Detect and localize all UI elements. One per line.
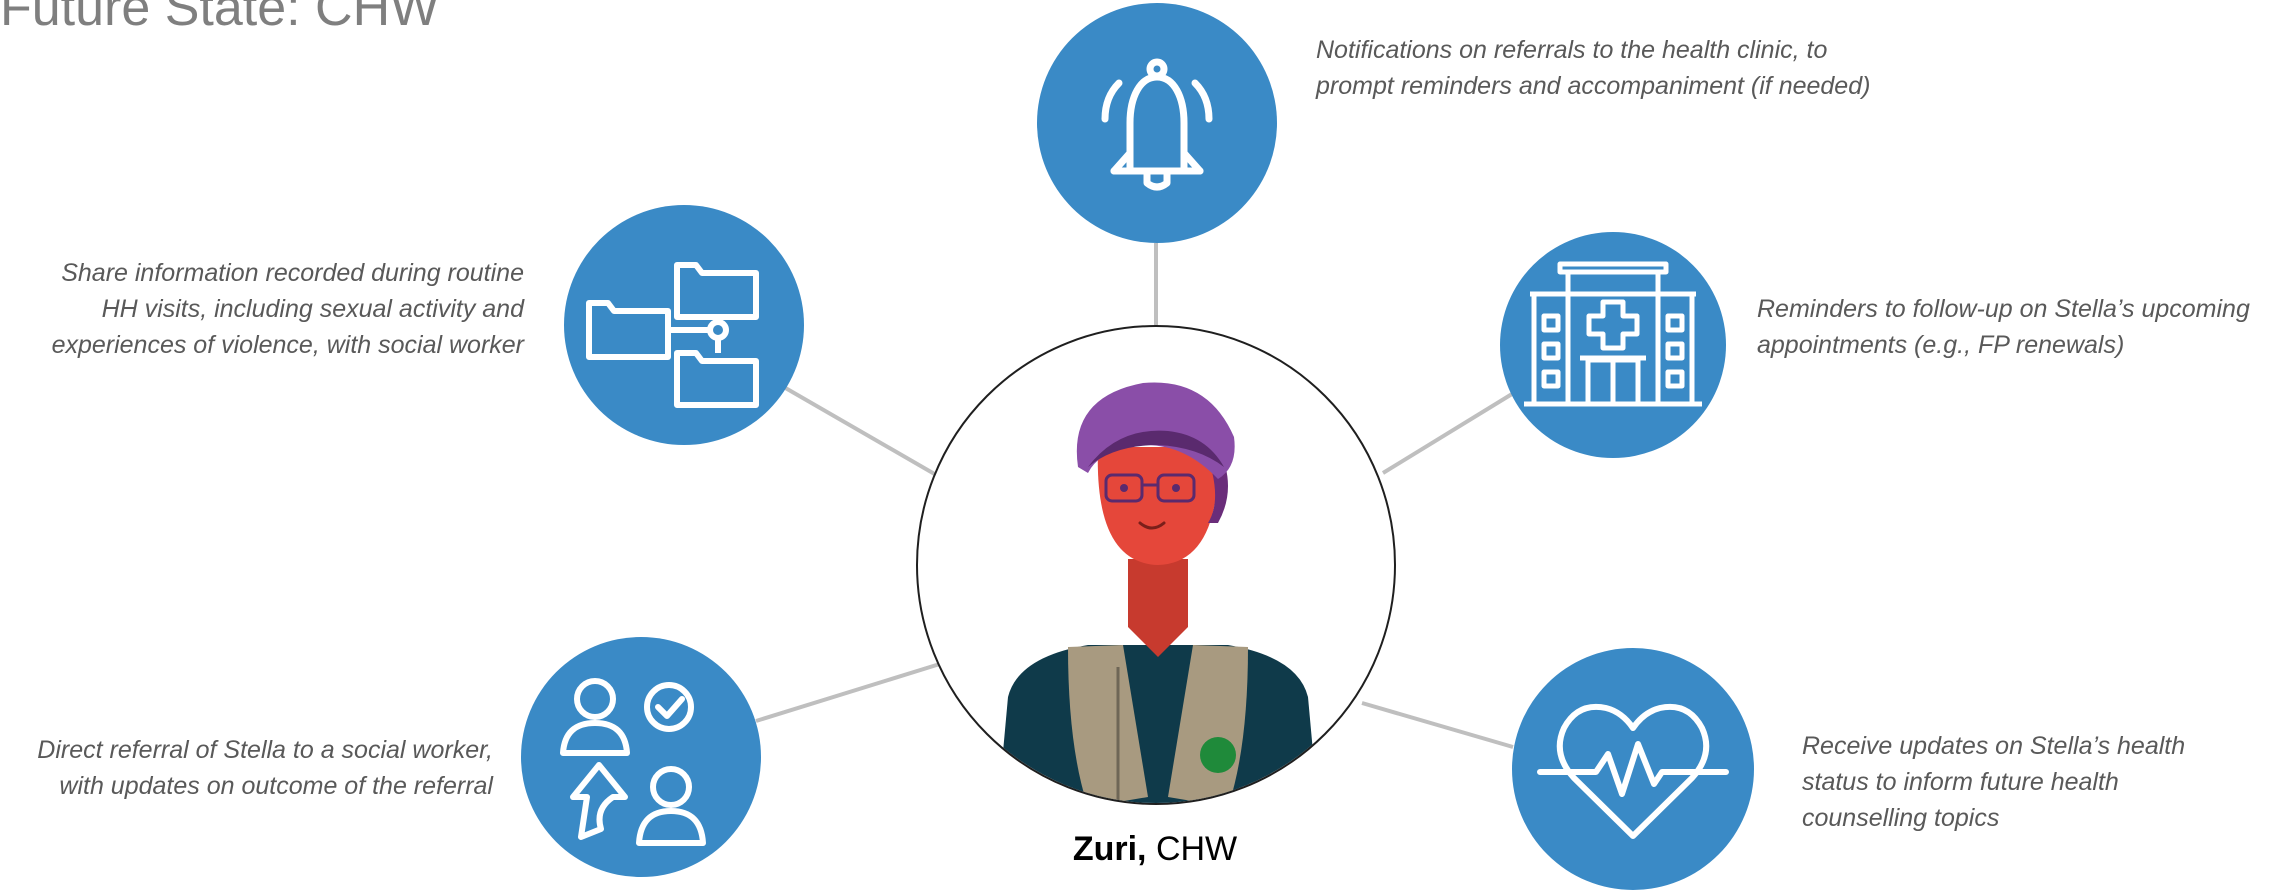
heart-pulse-icon — [1537, 704, 1729, 839]
heart-pulse-node — [1512, 648, 1754, 890]
hospital-node — [1500, 232, 1726, 458]
connector-people — [755, 661, 944, 723]
hospital-description: Reminders to follow-up on Stella’s upcom… — [1757, 295, 2250, 359]
heart-description: Receive updates on Stella’s health statu… — [1802, 732, 2186, 832]
people-referral-icon — [560, 678, 706, 846]
connector-heart — [1361, 701, 1514, 749]
connector-hospital — [1381, 392, 1514, 475]
folder-network-node — [564, 205, 804, 445]
center-name: Zuri, — [1072, 830, 1147, 868]
chw-avatar — [998, 382, 1318, 803]
connector-folder — [781, 384, 939, 478]
bell-icon — [1101, 58, 1213, 191]
bell-node — [1037, 3, 1277, 243]
bell-description: Notifications on referrals to the health… — [1316, 36, 1871, 100]
page-title: Future State: CHW — [0, 0, 440, 37]
people-referral-node — [521, 637, 761, 877]
folder-description: Share information recorded during routin… — [51, 259, 524, 359]
chw-avatar-circle — [916, 325, 1396, 805]
center-caption: Zuri, CHW — [1000, 830, 1310, 869]
people-description: Direct referral of Stella to a social wo… — [37, 736, 493, 800]
center-role: CHW — [1155, 830, 1238, 868]
folder-network-icon — [586, 262, 759, 408]
hospital-icon — [1524, 261, 1702, 407]
